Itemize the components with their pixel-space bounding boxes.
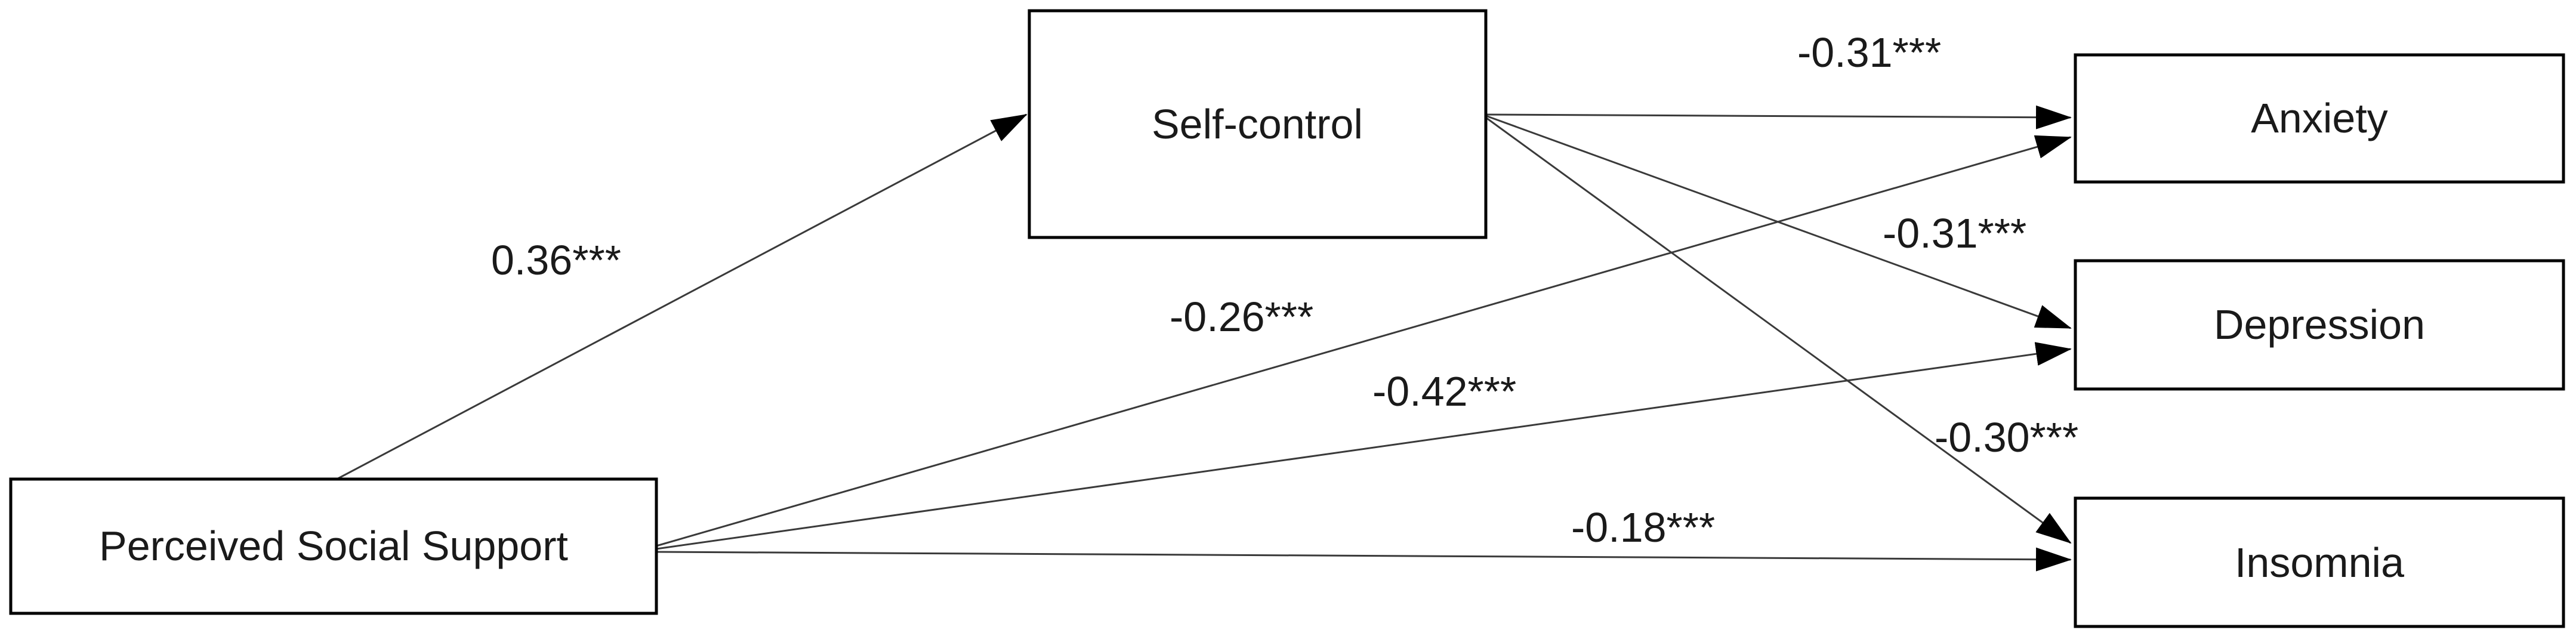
- coef-selfcontrol-depression: -0.31***: [1883, 210, 2026, 257]
- node-insomnia: Insomnia: [2074, 496, 2565, 628]
- edge-psp-to-selfcontrol: [331, 113, 1028, 483]
- node-label: Depression: [2214, 301, 2425, 348]
- node-label: Perceived Social Support: [99, 523, 568, 569]
- coef-psp-depression: -0.42***: [1372, 368, 1516, 415]
- coef-selfcontrol-insomnia: -0.30***: [1935, 414, 2078, 461]
- edge-psp-to-depression: [656, 342, 2072, 550]
- node-perceived-social-support: Perceived Social Support: [9, 477, 658, 615]
- node-box: [9, 477, 658, 615]
- coef-psp-anxiety: -0.26***: [1170, 294, 1313, 340]
- edges: [331, 105, 2072, 572]
- edge-selfcontrol-to-insomnia: [1485, 116, 2072, 544]
- edge-selfcontrol-to-anxiety: [1485, 105, 2072, 129]
- node-depression: Depression: [2074, 259, 2565, 391]
- coef-psp-selfcontrol: 0.36***: [491, 237, 621, 283]
- node-self-control: Self-control: [1028, 9, 1488, 239]
- node-label: Insomnia: [2235, 539, 2404, 586]
- edge-psp-to-anxiety: [656, 135, 2072, 547]
- node-box: [2074, 259, 2565, 391]
- node-label: Anxiety: [2251, 95, 2388, 141]
- coef-psp-insomnia: -0.18***: [1571, 504, 1715, 551]
- coef-selfcontrol-anxiety: -0.31***: [1797, 29, 1941, 76]
- node-box: [2074, 53, 2565, 184]
- node-anxiety: Anxiety: [2074, 53, 2565, 184]
- node-box: [2074, 496, 2565, 628]
- edge-psp-to-insomnia: [656, 547, 2072, 572]
- edge-labels: 0.36*** -0.31*** -0.31*** -0.30*** -0.26…: [491, 29, 2078, 551]
- node-label: Self-control: [1152, 101, 1363, 147]
- node-box: [1028, 9, 1488, 239]
